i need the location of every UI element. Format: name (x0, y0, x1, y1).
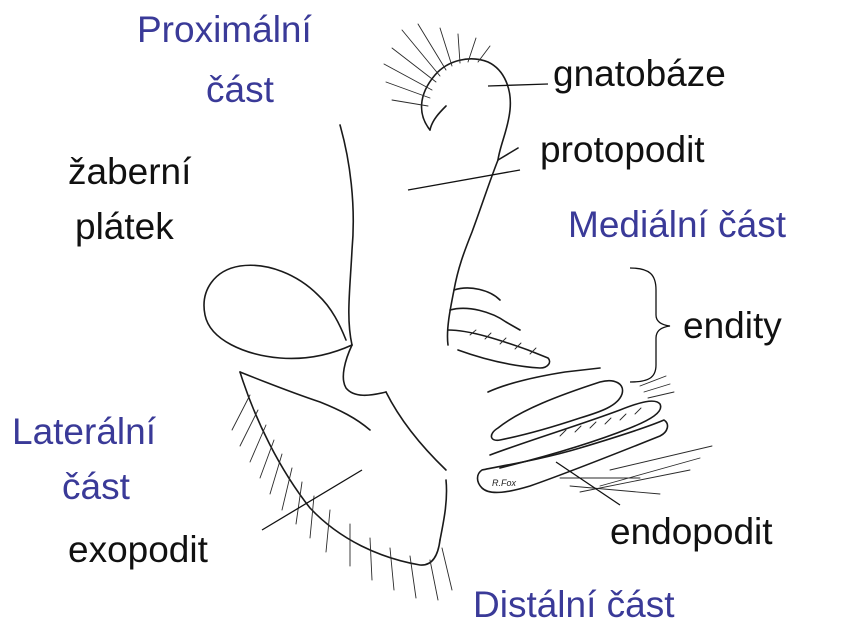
endopodite-label: endopodit (610, 510, 773, 554)
protopodite-shape (340, 125, 518, 345)
proximal-part-label: Proximální (137, 8, 312, 52)
endites-shape (448, 288, 600, 392)
proximal-part-label-2: část (206, 68, 274, 112)
endity-brace (630, 268, 670, 382)
endopodite-shape: R.Fox (478, 376, 713, 494)
exopodite-shape (232, 345, 452, 600)
gnathobase-label: gnatobáze (553, 52, 726, 96)
endites-label: endity (683, 304, 782, 348)
gill-plate-label-2: plátek (75, 205, 174, 249)
lateral-part-label: Laterální (12, 410, 156, 454)
gill-plate-shape (204, 265, 352, 358)
distal-part-label: Distální část (473, 583, 675, 627)
medial-part-label: Mediální část (568, 203, 786, 247)
gnatobaze-leader (488, 84, 548, 86)
lateral-part-label-2: část (62, 465, 130, 509)
protopodite-label: protopodit (540, 128, 705, 172)
gill-plate-label: žaberní (68, 150, 191, 194)
gnathobase-shape (384, 24, 510, 160)
exopodite-label: exopodit (68, 528, 208, 572)
signature: R.Fox (492, 478, 517, 488)
protopodit-leader (408, 170, 520, 190)
